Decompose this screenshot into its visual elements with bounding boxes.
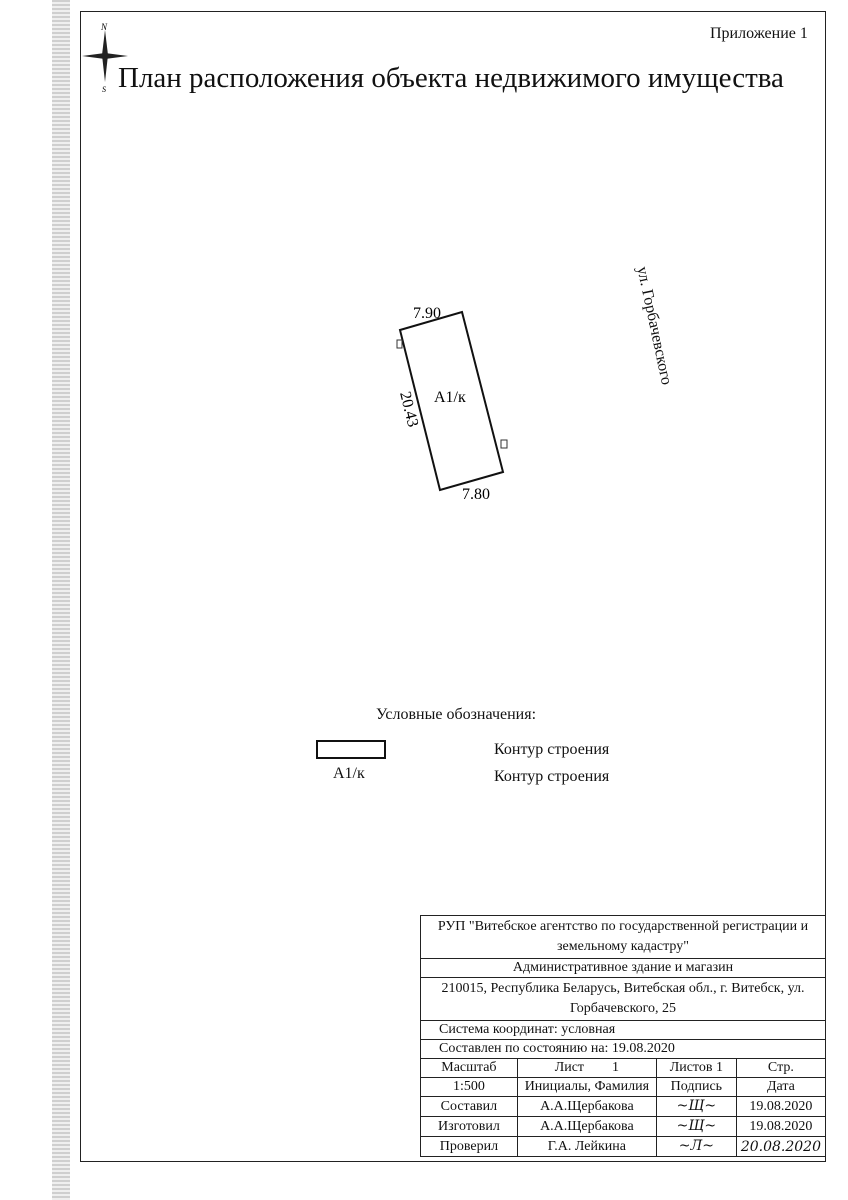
compass-south: S <box>102 85 106 94</box>
cell: 19.08.2020 <box>735 1116 827 1137</box>
dimension-top: 7.90 <box>413 305 441 322</box>
cell: Дата <box>735 1077 827 1097</box>
table-row: Изготовил А.А.Щербакова ~Щ~ 19.08.2020 <box>420 1116 827 1137</box>
cell: 1:500 <box>420 1077 518 1097</box>
signature: ~Щ~ <box>655 1096 737 1117</box>
address: 210015, Республика Беларусь, Витебская о… <box>420 977 826 1021</box>
dimension-bottom: 7.80 <box>462 486 490 503</box>
cell: А.А.Щербакова <box>516 1096 657 1117</box>
cell: Лист 1 <box>516 1058 657 1078</box>
state-date: Составлен по состоянию на: 19.08.2020 <box>420 1039 826 1059</box>
cell: Подпись <box>655 1077 737 1097</box>
cell: 19.08.2020 <box>735 1096 827 1117</box>
legend-title: Условные обозначения: <box>376 706 537 723</box>
appendix-label: Приложение 1 <box>710 25 808 42</box>
building-outline: А1/к 7.90 7.80 20.43 <box>396 305 508 503</box>
cell: Стр. <box>735 1058 827 1078</box>
organization: РУП "Витебское агентство по государствен… <box>420 915 826 959</box>
cell: А.А.Щербакова <box>516 1116 657 1137</box>
cell: Инициалы, Фамилия <box>516 1077 657 1097</box>
cell: Листов 1 <box>655 1058 737 1078</box>
table-row: 1:500 Инициалы, Фамилия Подпись Дата <box>420 1077 827 1097</box>
legend-building-symbol <box>316 740 386 759</box>
cell: Г.А. Лейкина <box>516 1136 657 1157</box>
page-title: План расположения объекта недвижимого им… <box>118 62 784 94</box>
table-row: Масштаб Лист 1 Листов 1 Стр. <box>420 1058 827 1078</box>
drawing-frame <box>80 11 826 1162</box>
cell: Составил <box>420 1096 518 1117</box>
building-label: А1/к <box>434 389 466 406</box>
compass-icon: N S <box>82 22 128 94</box>
title-block: РУП "Витебское агентство по государствен… <box>420 915 827 1157</box>
dimension-left: 20.43 <box>396 390 421 429</box>
legend-item-text: Контур строения <box>494 768 610 785</box>
legend-item-text: Контур строения <box>494 741 610 758</box>
signature: ~Щ~ <box>655 1116 737 1137</box>
cell: Масштаб <box>420 1058 518 1078</box>
object-name: Административное здание и магазин <box>420 958 826 978</box>
compass-north: N <box>100 22 108 32</box>
cell: Изготовил <box>420 1116 518 1137</box>
scan-edge <box>52 0 70 1200</box>
coordinate-system: Система координат: условная <box>420 1020 826 1040</box>
table-row: Проверил Г.А. Лейкина ~Л~ 20.08.2020 <box>420 1136 827 1157</box>
cell: Проверил <box>420 1136 518 1157</box>
legend-symbol-label: А1/к <box>333 765 365 782</box>
table-row: Составил А.А.Щербакова ~Щ~ 19.08.2020 <box>420 1096 827 1117</box>
cell: 20.08.2020 <box>735 1136 827 1157</box>
signature: ~Л~ <box>655 1136 737 1157</box>
